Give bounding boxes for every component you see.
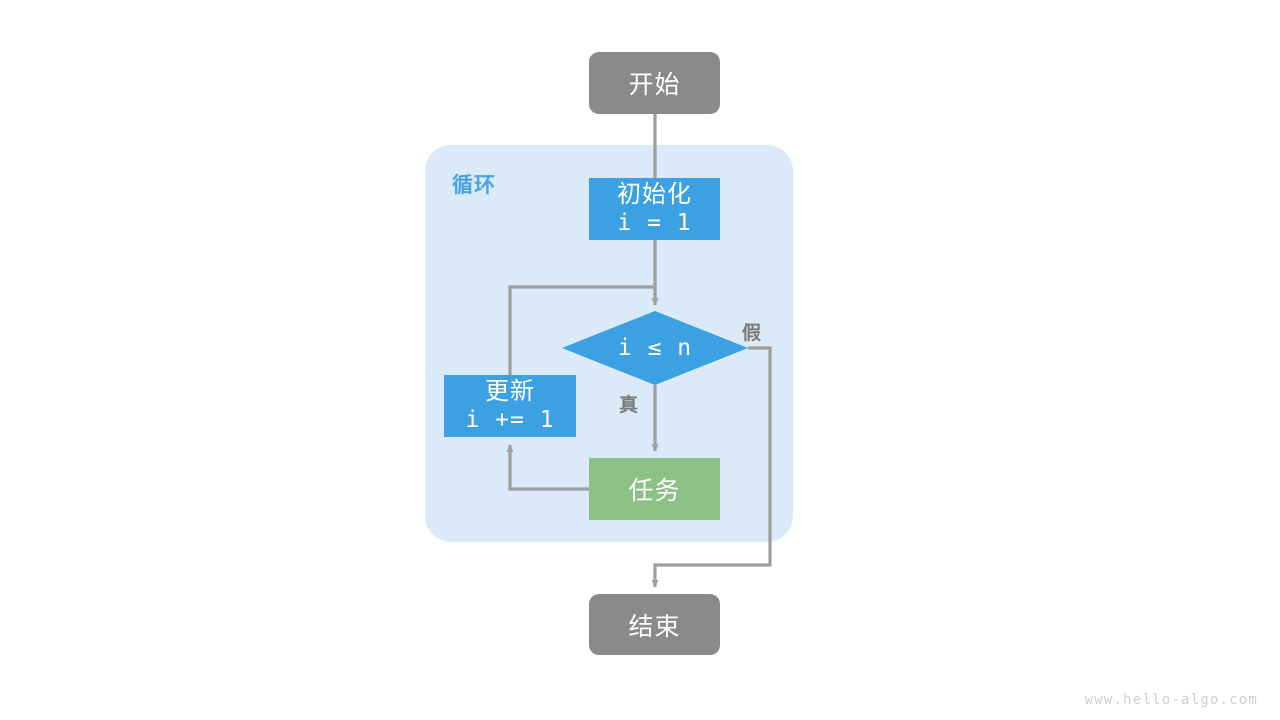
watermark: www.hello-algo.com <box>1084 692 1258 708</box>
node-end-shape[interactable] <box>589 594 720 655</box>
node-start-shape[interactable] <box>589 52 720 114</box>
edge-condition-false-to-end <box>651 346 772 588</box>
node-update-shape[interactable] <box>444 375 576 437</box>
node-condition-shape[interactable] <box>562 311 748 385</box>
edge-task-to-update <box>506 444 589 491</box>
node-task-shape[interactable] <box>589 458 720 520</box>
node-init-shape[interactable] <box>589 178 720 240</box>
edge-update-to-condition <box>508 285 655 375</box>
